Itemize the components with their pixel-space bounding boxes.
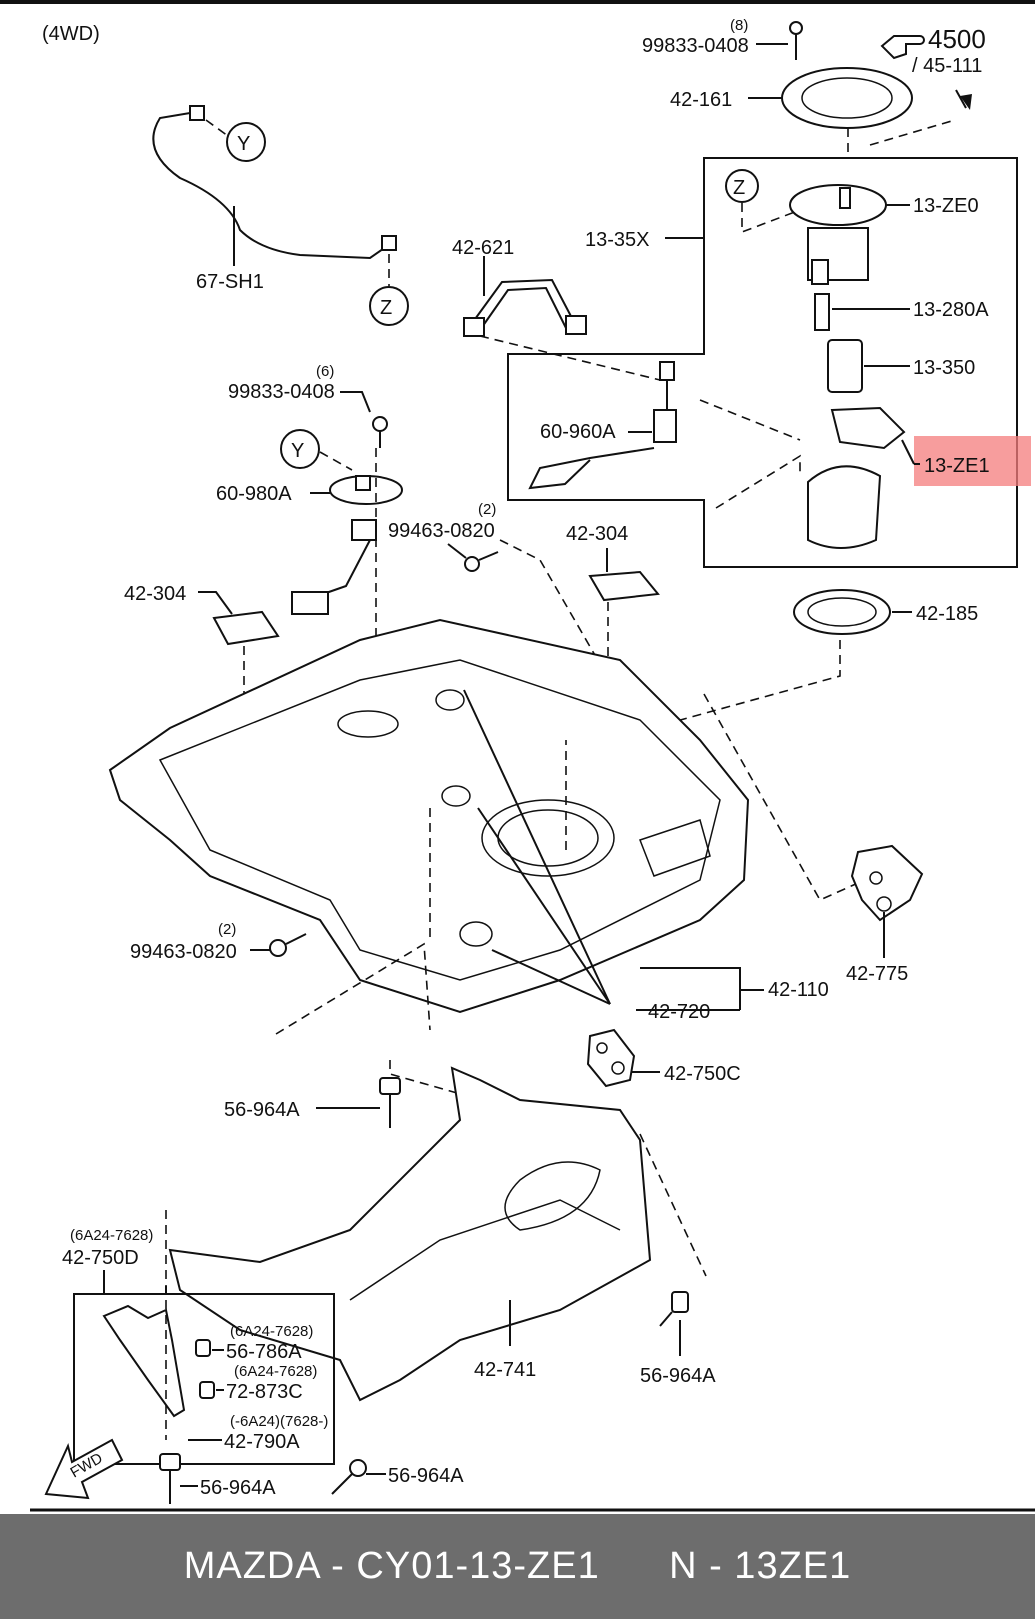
svg-text:Y: Y bbox=[291, 440, 304, 462]
ref-number: 4500 bbox=[928, 24, 986, 54]
highlight-13-ze1 bbox=[914, 436, 1031, 486]
label-42-741: 42-741 bbox=[474, 1359, 536, 1381]
label-99463-bot: 99463-0820 bbox=[130, 941, 237, 963]
label-42-621: 42-621 bbox=[452, 237, 514, 259]
label-13-ze0: 13-ZE0 bbox=[913, 195, 979, 217]
clip-56-964a-a bbox=[316, 1077, 401, 1128]
bolt-top bbox=[756, 21, 803, 60]
label-56-964a-c: 56-964A bbox=[200, 1477, 276, 1499]
drive-label: (4WD) bbox=[42, 23, 100, 45]
part-42-304-left-pad bbox=[212, 610, 280, 646]
bolt-99463-top bbox=[447, 543, 499, 572]
label-42-185: 42-185 bbox=[916, 603, 978, 625]
footer-part-number: CY01-13-ZE1 bbox=[356, 1545, 600, 1587]
label-42-304-left: 42-304 bbox=[124, 583, 186, 605]
label-99833-top-qty: (8) bbox=[730, 17, 748, 34]
connector-z-bottom: Z bbox=[369, 286, 409, 326]
label-42-790a-note: (-6A24)(7628-) bbox=[230, 1413, 328, 1430]
label-42-790a: 42-790A bbox=[224, 1431, 300, 1453]
connector-y-mid: Y bbox=[280, 429, 320, 469]
footer-brand: MAZDA bbox=[183, 1545, 320, 1587]
connector-y-top: Y bbox=[226, 122, 266, 162]
footer-text: MAZDA - CY01-13-ZE1 N - 13ZE1 bbox=[183, 1545, 852, 1587]
svg-text:Y: Y bbox=[237, 133, 250, 155]
label-13-35x: 13-35X bbox=[585, 229, 650, 251]
label-67-sh1: 67-SH1 bbox=[196, 271, 264, 293]
footer-short-code: N - 13ZE1 bbox=[669, 1545, 852, 1587]
label-13-280a: 13-280A bbox=[913, 299, 989, 321]
part-72-873c bbox=[199, 1381, 224, 1399]
label-99833-top: 99833-0408 bbox=[642, 35, 749, 57]
part-13-ze1 bbox=[830, 406, 920, 465]
part-42-621-pipe bbox=[463, 256, 587, 337]
label-42-750d: 42-750D bbox=[62, 1247, 139, 1269]
connector-z-top: Z bbox=[725, 169, 759, 203]
bolt-99463-bot bbox=[250, 933, 307, 957]
clip-56-964a-b bbox=[659, 1291, 689, 1356]
label-42-110: 42-110 bbox=[768, 979, 829, 1001]
label-72-873c-note: (6A24-7628) bbox=[234, 1363, 317, 1380]
clip-56-964a-d bbox=[331, 1459, 386, 1495]
svg-text:Z: Z bbox=[733, 177, 745, 199]
part-60-960a-sender bbox=[528, 361, 677, 490]
parts-diagram: (4WD) 4500 / 45-111 (8) 99833-0408 42-16… bbox=[0, 0, 1035, 1512]
label-60-980a: 60-980A bbox=[216, 483, 292, 505]
label-42-750c: 42-750C bbox=[664, 1063, 741, 1085]
label-42-304-right: 42-304 bbox=[566, 523, 628, 545]
part-42-750d-bracket bbox=[102, 1304, 186, 1418]
part-13-350-filter bbox=[827, 339, 910, 393]
label-56-964a-b: 56-964A bbox=[640, 1365, 716, 1387]
part-60-980a-sender bbox=[291, 475, 403, 615]
label-13-ze1: 13-ZE1 bbox=[924, 455, 990, 477]
part-42-750c-bracket bbox=[586, 1028, 660, 1088]
part-42-185-ring bbox=[793, 589, 912, 635]
label-56-964a-d: 56-964A bbox=[388, 1465, 464, 1487]
part-13-280a bbox=[814, 293, 910, 331]
assembly-box bbox=[507, 157, 1018, 568]
label-13-350: 13-350 bbox=[913, 357, 975, 379]
label-72-873c: 72-873C bbox=[226, 1381, 303, 1403]
label-56-964a-a: 56-964A bbox=[224, 1099, 300, 1121]
label-99463-bot-qty: (2) bbox=[218, 921, 236, 938]
part-67-sh1-harness bbox=[152, 105, 397, 266]
ref-sub: / 45-111 bbox=[912, 55, 982, 77]
label-42-750d-note: (6A24-7628) bbox=[70, 1227, 153, 1244]
part-56-786a bbox=[195, 1339, 224, 1357]
reference-pointer: 4500 / 45-111 bbox=[880, 24, 986, 110]
label-99833-mid: 99833-0408 bbox=[228, 381, 335, 403]
label-56-786a-note: (6A24-7628) bbox=[230, 1323, 313, 1340]
svg-text:Z: Z bbox=[380, 297, 392, 319]
bolt-mid bbox=[340, 391, 388, 448]
clip-56-964a-c bbox=[159, 1453, 198, 1504]
part-reservoir-cup bbox=[807, 465, 882, 549]
fwd-arrow: FWD bbox=[44, 1438, 124, 1500]
part-42-304-right-pad bbox=[588, 570, 660, 602]
part-42-161-ring bbox=[748, 67, 913, 129]
part-13-ze0-pump bbox=[789, 184, 910, 285]
footer-bar: MAZDA - CY01-13-ZE1 N - 13ZE1 bbox=[0, 1514, 1035, 1619]
label-99463-top: 99463-0820 bbox=[388, 520, 495, 542]
label-56-786a: 56-786A bbox=[226, 1341, 302, 1363]
label-99463-top-qty: (2) bbox=[478, 501, 496, 518]
label-42-161: 42-161 bbox=[670, 89, 732, 111]
part-42-775-bracket bbox=[850, 844, 924, 958]
label-42-720: 42-720 bbox=[648, 1001, 710, 1023]
part-42-110-fuel-tank bbox=[108, 618, 750, 1014]
part-42-741-undercover bbox=[168, 1066, 652, 1402]
label-99833-mid-qty: (6) bbox=[316, 363, 334, 380]
label-60-960a: 60-960A bbox=[540, 421, 616, 443]
label-42-775: 42-775 bbox=[846, 963, 908, 985]
